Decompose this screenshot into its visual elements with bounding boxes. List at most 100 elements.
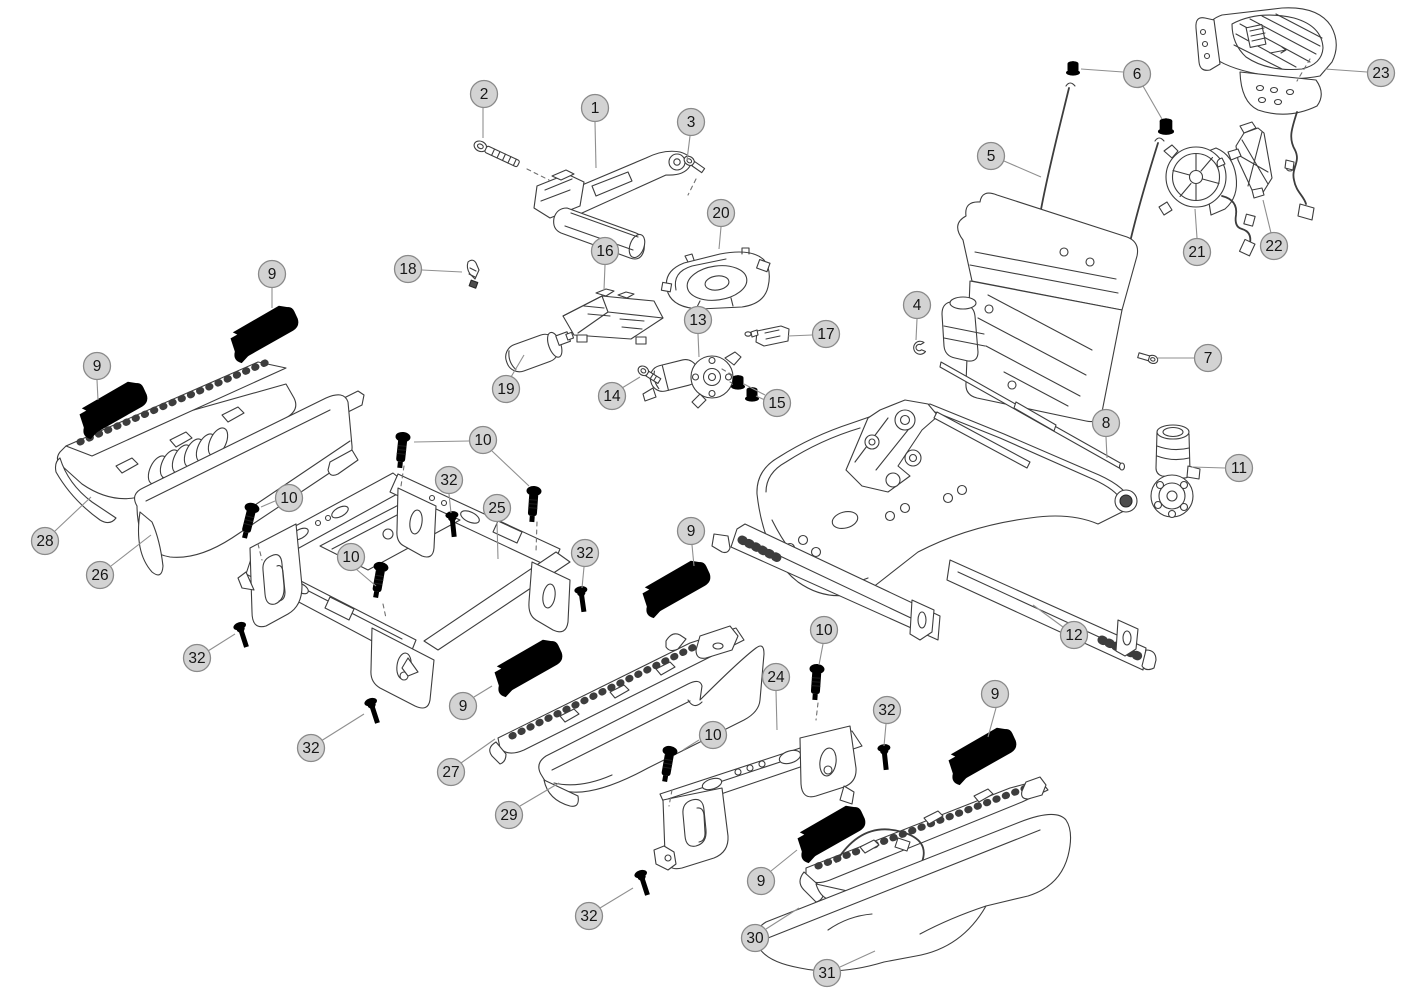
- callout-leader-line: [599, 887, 634, 909]
- callout-number: 2: [480, 86, 489, 103]
- callout-leader-line: [1080, 68, 1124, 73]
- callout-number: 3: [687, 114, 696, 131]
- callout-number: 32: [580, 908, 597, 925]
- callout-22: 22: [1259, 199, 1289, 261]
- callout-number: 27: [442, 764, 459, 781]
- callout-circle: [976, 141, 1006, 171]
- callout-leader-line: [1324, 68, 1368, 73]
- part-11-recliner-motor: [1150, 424, 1201, 519]
- callout-leader-line: [718, 226, 722, 250]
- part-9-rail-cap: [941, 723, 1024, 787]
- callout-leader-line: [413, 440, 470, 443]
- callout-number: 30: [746, 930, 764, 947]
- part-31-shield-pad: [754, 813, 1072, 972]
- callout-circle: [570, 538, 600, 568]
- callout-number: 32: [878, 702, 895, 719]
- callout-number: 22: [1265, 238, 1282, 255]
- callout-circle: [698, 720, 728, 750]
- callout-9: 9: [980, 679, 1010, 738]
- callout-29: 29: [494, 782, 560, 830]
- callout-circle: [706, 198, 736, 228]
- callout-circle: [812, 958, 842, 988]
- callout-circle: [980, 679, 1010, 709]
- callout-leader-line: [1191, 466, 1226, 469]
- callout-number: 23: [1372, 65, 1389, 82]
- callout-6: 6: [1080, 59, 1163, 120]
- callout-leader-line: [496, 521, 499, 560]
- callout-circle: [580, 93, 610, 123]
- part-2-bolt: [473, 140, 550, 181]
- callout-number: 29: [500, 807, 517, 824]
- callout-circle: [85, 560, 115, 590]
- callout-27: 27: [436, 738, 496, 787]
- callout-10: 10: [260, 483, 304, 513]
- callout-11: 11: [1191, 453, 1254, 483]
- callout-leader-line: [775, 690, 778, 731]
- callout-leader-line: [491, 450, 530, 487]
- callout-circle: [257, 259, 287, 289]
- callout-number: 7: [1204, 350, 1213, 367]
- callout-leader-line: [320, 713, 365, 742]
- callout-number: 32: [188, 650, 205, 667]
- callout-number: 9: [93, 358, 102, 375]
- callout-leader-line: [473, 685, 493, 698]
- callout-circle: [1182, 237, 1212, 267]
- callout-circle: [274, 483, 304, 513]
- callout-32: 32: [570, 538, 600, 589]
- callout-32: 32: [872, 695, 902, 747]
- callout-2: 2: [469, 79, 499, 138]
- callout-number: 24: [767, 669, 785, 686]
- part-1-recline-motor-arm: [533, 150, 692, 260]
- callout-16: 16: [590, 236, 620, 291]
- part-18-clip: [466, 259, 480, 289]
- callout-leader-line: [915, 318, 918, 341]
- callout-circle: [182, 643, 212, 673]
- callout-3: 3: [676, 107, 706, 161]
- callout-24: 24: [761, 662, 791, 731]
- callout-30: 30: [740, 907, 800, 953]
- callout-4: 4: [902, 290, 932, 341]
- part-4-retainer-clip: [913, 340, 927, 355]
- callout-circle: [676, 107, 706, 137]
- callout-leader-line: [1262, 199, 1272, 234]
- callout-circle: [393, 254, 423, 284]
- callout-12: 12: [1032, 604, 1089, 650]
- callout-9: 9: [746, 849, 798, 896]
- callout-10: 10: [809, 615, 839, 666]
- callout-8: 8: [1091, 408, 1121, 459]
- callout-25: 25: [482, 493, 512, 560]
- callout-9: 9: [676, 516, 706, 567]
- callout-circle: [296, 733, 326, 763]
- callout-28: 28: [30, 496, 92, 556]
- callout-circle: [762, 388, 792, 418]
- callout-number: 10: [342, 549, 360, 566]
- part-21-blower-fan: [1158, 144, 1256, 257]
- callout-1: 1: [580, 93, 610, 169]
- callout-circle: [574, 901, 604, 931]
- callout-circle: [468, 425, 498, 455]
- callout-9: 9: [82, 351, 112, 401]
- callout-number: 9: [991, 686, 1000, 703]
- callout-leader-line: [581, 566, 585, 589]
- callout-leader-line: [448, 493, 452, 514]
- callout-number: 18: [399, 261, 416, 278]
- part-19-actuator-cylinder: [505, 331, 575, 373]
- callout-circle: [491, 374, 521, 404]
- callout-leader-line: [765, 907, 800, 930]
- callout-13: 13: [683, 305, 713, 358]
- callout-number: 10: [280, 490, 298, 507]
- callout-leader-line: [987, 707, 997, 738]
- callout-26: 26: [85, 534, 152, 590]
- callout-circle: [1224, 453, 1254, 483]
- parts-artwork-layer: [54, 7, 1337, 972]
- callout-17: 17: [787, 319, 841, 349]
- callout-32: 32: [182, 633, 236, 673]
- callout-number: 32: [576, 545, 593, 562]
- part-22-mount-bracket: [1216, 121, 1273, 199]
- callout-32: 32: [296, 713, 365, 763]
- callout-circle: [683, 305, 713, 335]
- callout-circle: [761, 662, 791, 692]
